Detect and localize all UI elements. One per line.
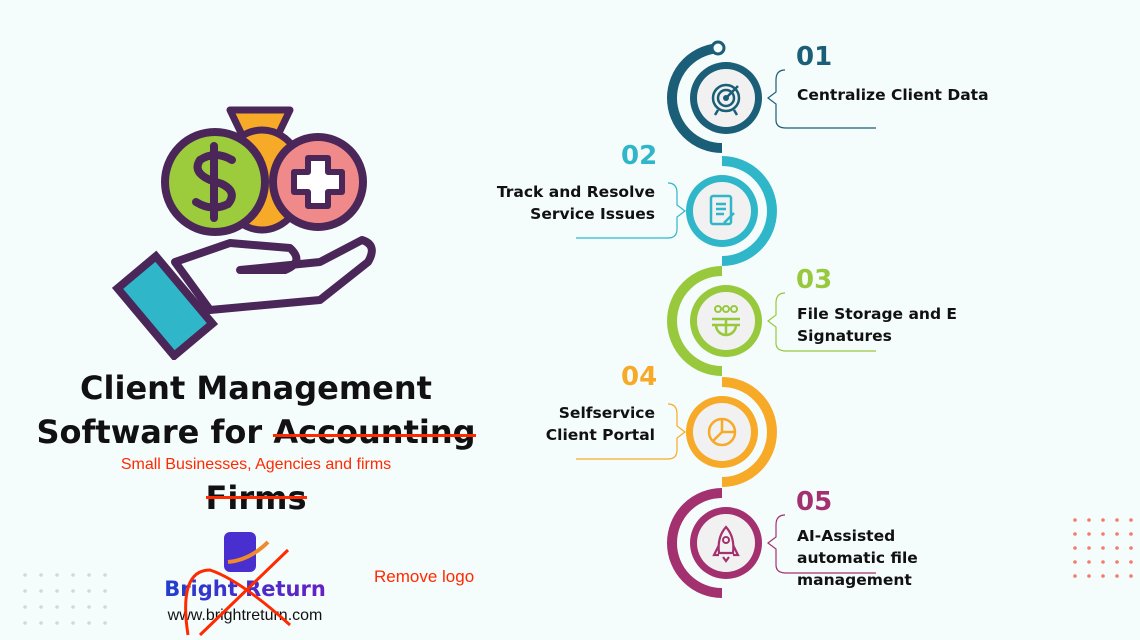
struck-text: Accounting	[273, 413, 476, 451]
step-label: AI-Assisted automatic file management	[797, 527, 918, 589]
dot	[1101, 560, 1105, 564]
dot	[71, 589, 75, 593]
dot	[1129, 574, 1133, 578]
dot	[1073, 532, 1077, 536]
dot-pattern-left	[23, 573, 107, 625]
dot	[23, 605, 27, 609]
dot	[71, 621, 75, 625]
dot	[103, 573, 107, 577]
strikethrough-mark	[273, 433, 476, 437]
dot	[23, 621, 27, 625]
title-prefix: Software for	[36, 413, 274, 451]
dot	[55, 605, 59, 609]
dot	[1101, 532, 1105, 536]
dot	[87, 589, 91, 593]
pie-chart-icon	[707, 417, 737, 447]
dot	[103, 589, 107, 593]
timeline-node-05	[667, 488, 876, 598]
dot	[103, 621, 107, 625]
dot	[1073, 546, 1077, 550]
bracket	[576, 403, 686, 460]
step-label: Track and Resolve Service Issues	[496, 183, 655, 223]
page-title: Client Management Software for Accountin…	[20, 366, 492, 520]
dot	[1087, 546, 1091, 550]
dot	[1129, 518, 1133, 522]
dot	[23, 573, 27, 577]
timeline-node-02	[576, 156, 777, 266]
timeline-arc	[667, 488, 723, 598]
dot	[103, 605, 107, 609]
dot	[87, 621, 91, 625]
dot	[1087, 560, 1091, 564]
dot	[23, 589, 27, 593]
dot	[55, 621, 59, 625]
step-number: 05	[796, 487, 833, 517]
step-number: 02	[621, 141, 658, 171]
dot	[39, 621, 43, 625]
dot	[87, 605, 91, 609]
dot	[1115, 560, 1119, 564]
dot	[1073, 560, 1077, 564]
node-center	[693, 182, 751, 240]
timeline-arc	[721, 377, 777, 487]
dot	[1129, 532, 1133, 536]
dot	[39, 589, 43, 593]
struck-word-firms: Firms	[205, 479, 307, 517]
dot	[1129, 546, 1133, 550]
document-edit-icon	[709, 194, 735, 226]
dot	[39, 605, 43, 609]
money-hand-illustration	[111, 106, 376, 360]
timeline-node-03	[667, 266, 876, 376]
title-line-2: Software for Accounting	[20, 410, 492, 454]
remove-logo-note: Remove logo	[374, 567, 475, 586]
bracket	[576, 182, 686, 239]
strikethrough-mark	[205, 496, 307, 500]
dot	[1087, 574, 1091, 578]
bracket	[767, 69, 876, 129]
team-globe-icon	[712, 305, 740, 337]
step-number: 01	[796, 42, 833, 72]
dot	[1115, 518, 1119, 522]
dot	[1073, 574, 1077, 578]
dot	[1115, 574, 1119, 578]
timeline-node-04	[576, 377, 777, 487]
timeline-start-dot	[710, 40, 726, 56]
step-label: Selfservice Client Portal	[545, 404, 655, 444]
step-number: 03	[796, 265, 833, 295]
dot	[1101, 518, 1105, 522]
bracket	[767, 292, 876, 352]
dot	[1087, 532, 1091, 536]
dot	[55, 589, 59, 593]
dot	[1101, 574, 1105, 578]
timeline-arc	[721, 156, 777, 266]
dot	[1115, 546, 1119, 550]
step-label: Centralize Client Data	[797, 86, 989, 104]
bracket	[767, 514, 876, 574]
dot	[87, 573, 91, 577]
logo-mark-icon	[224, 532, 270, 572]
dot	[71, 605, 75, 609]
dot	[55, 573, 59, 577]
rocket-icon	[712, 525, 740, 563]
dot	[39, 573, 43, 577]
target-icon	[711, 83, 741, 116]
title-line-3: Firms	[20, 476, 492, 520]
step-number: 04	[621, 362, 658, 392]
struck-word-accounting: Accounting	[273, 413, 476, 451]
dot	[1129, 560, 1133, 564]
dot-pattern-right	[1073, 518, 1133, 578]
dot	[1101, 546, 1105, 550]
timeline-node-01	[667, 40, 876, 153]
step-label: File Storage and E Signatures	[797, 305, 958, 345]
red-cross-mark	[184, 548, 292, 637]
timeline-arc	[667, 43, 723, 153]
title-line-1: Client Management	[80, 369, 432, 407]
dot	[71, 573, 75, 577]
dot	[1115, 532, 1119, 536]
replacement-subtitle: Small Businesses, Agencies and firms	[120, 456, 392, 473]
dot	[1073, 518, 1077, 522]
dot	[1087, 518, 1091, 522]
timeline-arc	[667, 266, 723, 376]
